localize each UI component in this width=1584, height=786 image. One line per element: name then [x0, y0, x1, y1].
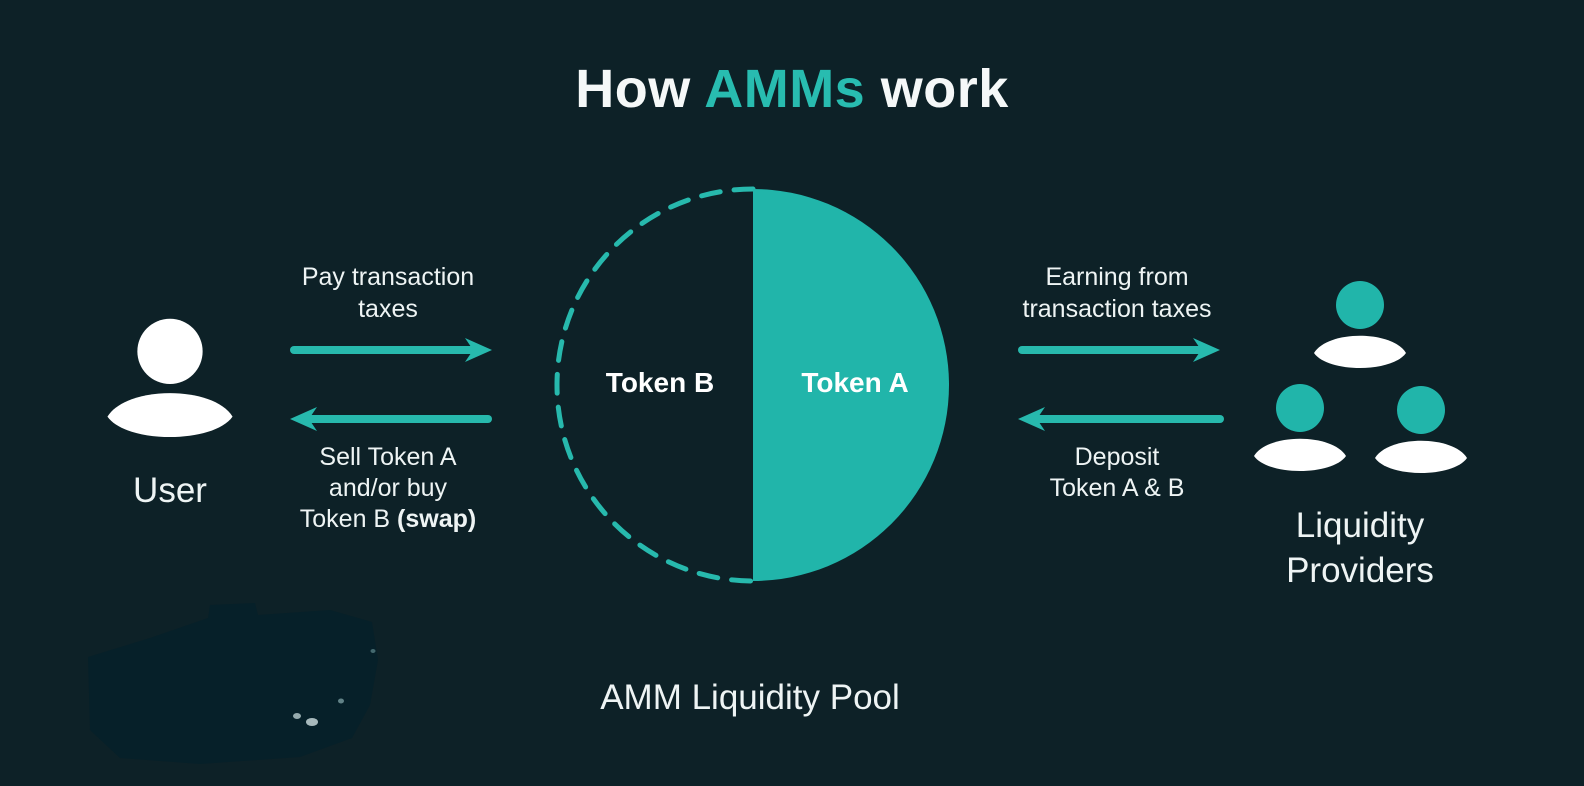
token-a-label: Token A — [801, 367, 909, 398]
liquidity-provider-icon — [1250, 382, 1350, 482]
arrow-shaft — [1018, 346, 1204, 354]
flow-swap-line2: and/or buy — [328, 474, 448, 502]
liquidity-provider-icon — [1310, 279, 1410, 379]
flow-swap-line3-prefix: Token B — [299, 505, 398, 533]
arrow-shaft — [290, 346, 476, 354]
page-title: How AMMs work — [0, 58, 1584, 120]
token-b-label: Token B — [605, 367, 715, 398]
liquidity-pool-circle — [553, 185, 953, 585]
liquidity-providers-line2: Providers — [1286, 551, 1434, 590]
flow-swap-line3-bold: (swap) — [397, 505, 477, 533]
arrow-shaft — [306, 415, 492, 423]
user-label: User — [133, 471, 207, 510]
arrow-shaft — [1034, 415, 1224, 423]
title-prefix: How — [575, 59, 705, 119]
flow-pay-taxes-label: Pay transaction taxes — [258, 261, 518, 325]
flow-earning-label: Earning from transaction taxes — [977, 261, 1257, 325]
flow-swap-line1: Sell Token A — [319, 443, 457, 471]
arrow-pool-to-user — [290, 407, 492, 431]
flow-earning-line1: Earning from — [1045, 263, 1189, 291]
token-a-solid-half — [753, 189, 949, 581]
title-suffix: work — [865, 59, 1009, 119]
flow-deposit-label: Deposit Token A & B — [977, 442, 1257, 504]
arrow-user-to-pool — [290, 338, 492, 362]
flow-swap-line3: Token B (swap) — [258, 504, 518, 535]
flow-pay-taxes-line1: Pay transaction — [301, 263, 475, 291]
flow-earning-line2: transaction taxes — [1022, 295, 1212, 323]
liquidity-providers-label: Liquidity Providers — [1230, 503, 1490, 593]
arrow-providers-to-pool — [1018, 407, 1224, 431]
flow-deposit-line1: Deposit — [1074, 443, 1160, 471]
title-highlight: AMMs — [704, 59, 866, 119]
liquidity-providers-line1: Liquidity — [1295, 506, 1425, 545]
flow-deposit-line2: Token A & B — [1049, 474, 1185, 502]
arrow-pool-to-providers — [1018, 338, 1220, 362]
erased-area-artifact — [80, 595, 390, 770]
pool-caption: AMM Liquidity Pool — [600, 678, 900, 717]
flow-swap-label: Sell Token A and/or buy Token B (swap) — [258, 442, 518, 535]
token-b-dashed-arc — [554, 186, 756, 584]
flow-pay-taxes-line2: taxes — [358, 295, 418, 323]
liquidity-provider-icon — [1371, 384, 1471, 484]
user-icon — [102, 316, 238, 452]
